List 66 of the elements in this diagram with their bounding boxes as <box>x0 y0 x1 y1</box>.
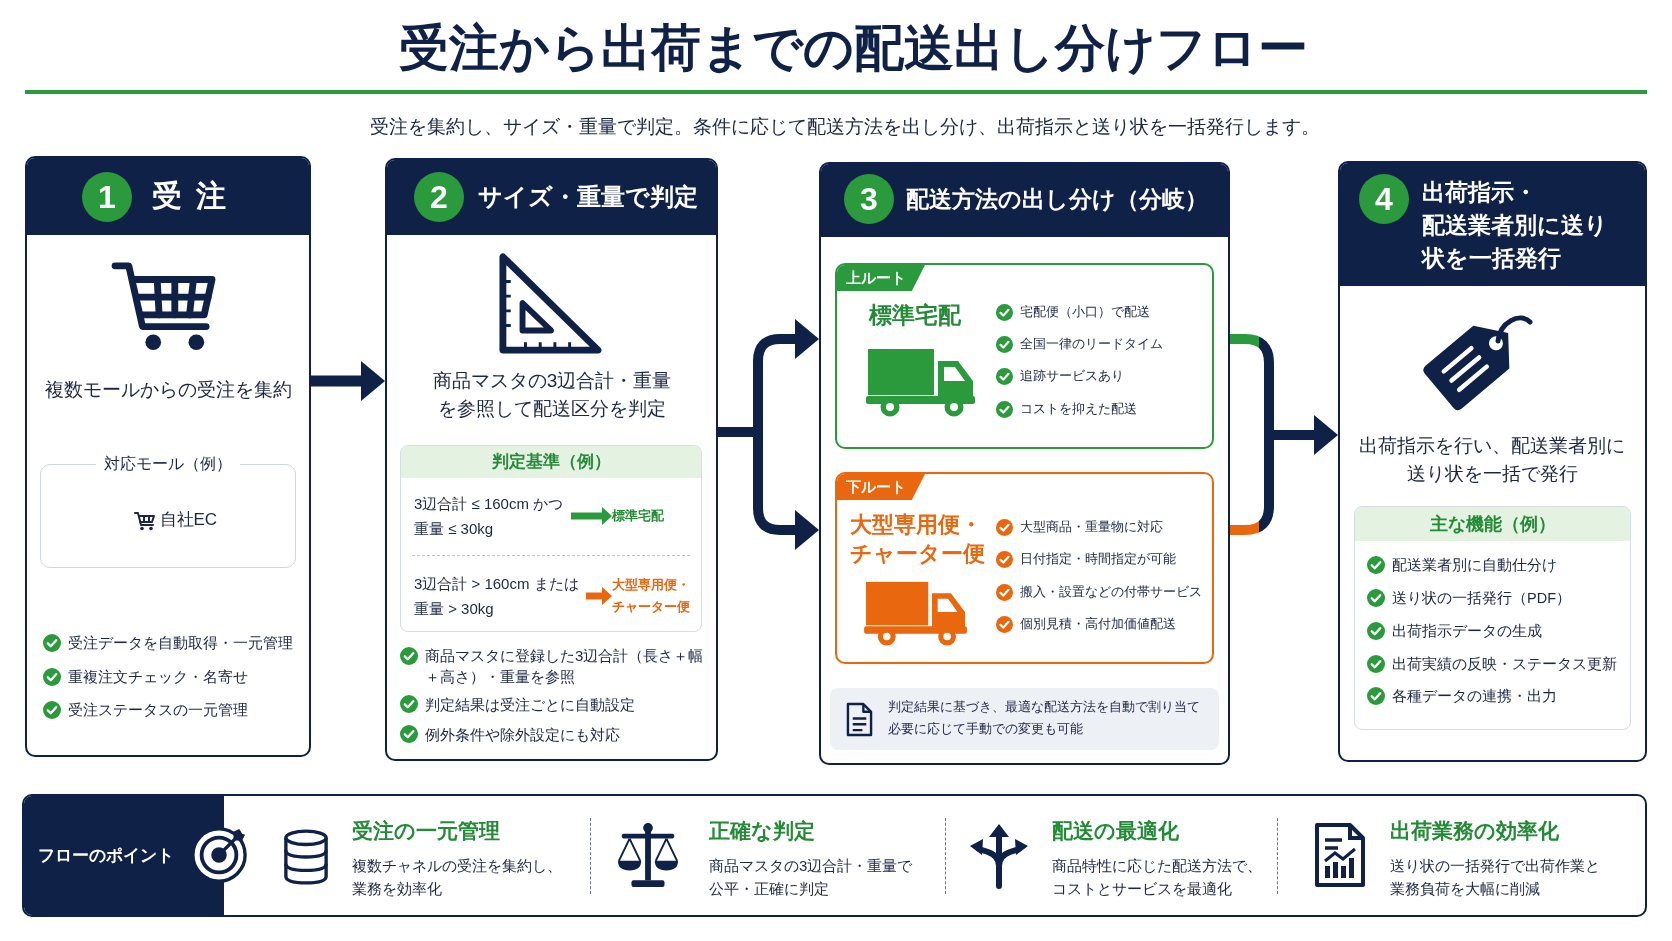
band-title: フローのポイント <box>38 845 174 866</box>
route-box <box>835 472 1214 664</box>
step-number: 2 <box>414 172 464 222</box>
list-item: コストを抑えた配送 <box>1020 400 1137 418</box>
condition-text: 3辺合計 ≤ 160cm かつ重量 ≤ 30kg <box>414 491 571 541</box>
list-item: 大型商品・重量物に対応 <box>1020 518 1163 536</box>
point-text: 商品マスタの3辺合計・重量で公平・正確に判定 <box>709 856 914 899</box>
list-item: 日付指定・時間指定が可能 <box>1020 550 1176 568</box>
list-item: 受注データを自動取得・一元管理 <box>68 633 293 653</box>
list-item: 判定結果は受注ごとに自動設定 <box>425 694 635 715</box>
page-title: 受注から出荷までの配送出し分けフロー <box>397 19 1309 78</box>
step-number: 3 <box>844 174 894 224</box>
step-panel <box>819 162 1230 765</box>
arrow <box>311 361 385 401</box>
section-heading: 判定基準（例） <box>401 446 701 478</box>
point-title: 正確な判定 <box>709 818 815 845</box>
result-text: 大型専用便・チャーター便 <box>612 574 696 618</box>
result-text: 標準宅配 <box>612 505 664 527</box>
list-item: 出荷実績の反映・ステータス更新 <box>1392 655 1617 674</box>
list-item: 重複注文チェック・名寄せ <box>68 667 248 687</box>
panel-title: サイズ・重量で判定 <box>478 182 698 212</box>
list-item: 出荷指示データの生成 <box>1392 622 1542 641</box>
description: 商品マスタの3辺合計・重量を参照して配送区分を判定 <box>431 369 673 421</box>
list-item: 配送業者別に自動仕分け <box>1392 556 1557 575</box>
section-heading: 主な機能（例） <box>1355 507 1630 541</box>
step-panel <box>1338 161 1647 762</box>
list-item: 送り状の一括発行（PDF） <box>1392 589 1571 608</box>
route-box <box>835 263 1214 449</box>
point-title: 受注の一元管理 <box>352 818 500 844</box>
condition-text: 3辺合計 > 160cm または重量 > 30kg <box>414 571 586 621</box>
panel-title: 出荷指示・配送業者別に送り状を一括発行 <box>1422 178 1609 273</box>
arrow <box>753 437 819 550</box>
list-item: 個別見積・高付加価値配送 <box>1020 615 1176 633</box>
point-title: 配送の最適化 <box>1052 818 1179 844</box>
list-item: 受注ステータスの一元管理 <box>68 700 248 720</box>
description: 出荷指示を行い、配送業者別に送り状を一括で発行 <box>1358 434 1627 486</box>
point-text: 商品特性に応じた配送方法で、コストとサービスを最適化 <box>1052 856 1263 899</box>
list-item: 宅配便（小口）で配送 <box>1020 303 1150 321</box>
list-item: 全国一律のリードタイム <box>1020 335 1163 353</box>
criteria-box <box>400 445 702 632</box>
points-band <box>22 794 1647 917</box>
panel-title: 受注 <box>152 178 239 214</box>
step-number: 4 <box>1359 174 1409 224</box>
point-text: 複数チャネルの受注を集約し、業務を効率化 <box>352 856 563 899</box>
step-panel <box>385 158 718 761</box>
route-tag: 下ルート <box>837 474 925 500</box>
route-tag: 上ルート <box>837 265 925 291</box>
arrow <box>1264 415 1338 455</box>
route-title: 標準宅配 <box>869 301 961 330</box>
list-item: 追跡サービスあり <box>1020 367 1124 385</box>
point-title: 出荷業務の効率化 <box>1390 818 1559 844</box>
panel-title: 配送方法の出し分け（分岐） <box>906 185 1208 214</box>
route-title: 大型専用便・チャーター便 <box>850 511 986 568</box>
note-box <box>830 688 1219 750</box>
list-item: 各種データの連携・出力 <box>1392 687 1557 706</box>
point-text: 送り状の一括発行で出荷作業と業務負荷を大幅に削減 <box>1390 856 1601 899</box>
sales-channel: 自社EC <box>159 508 218 531</box>
step-number: 1 <box>82 172 132 222</box>
list-item: 例外条件や除外設定にも対応 <box>425 724 620 745</box>
note-text: 判定結果に基づき、最適な配送方法を自動で割り当て必要に応じて手動での変更も可能 <box>888 698 1201 738</box>
list-item: 搬入・設置などの付帯サービス <box>1020 583 1202 601</box>
step-panel <box>25 156 311 757</box>
list-item: 商品マスタに登録した3辺合計（長さ＋幅＋高さ）・重量を参照 <box>425 646 705 687</box>
description: 複数モールからの受注を集約 <box>43 378 293 402</box>
feature-box <box>1354 506 1631 730</box>
subtitle: 受注を集約し、サイズ・重量で判定。条件に応じて配送方法を出し分け、出荷指示と送り状を一括発行します。 <box>369 115 1321 139</box>
